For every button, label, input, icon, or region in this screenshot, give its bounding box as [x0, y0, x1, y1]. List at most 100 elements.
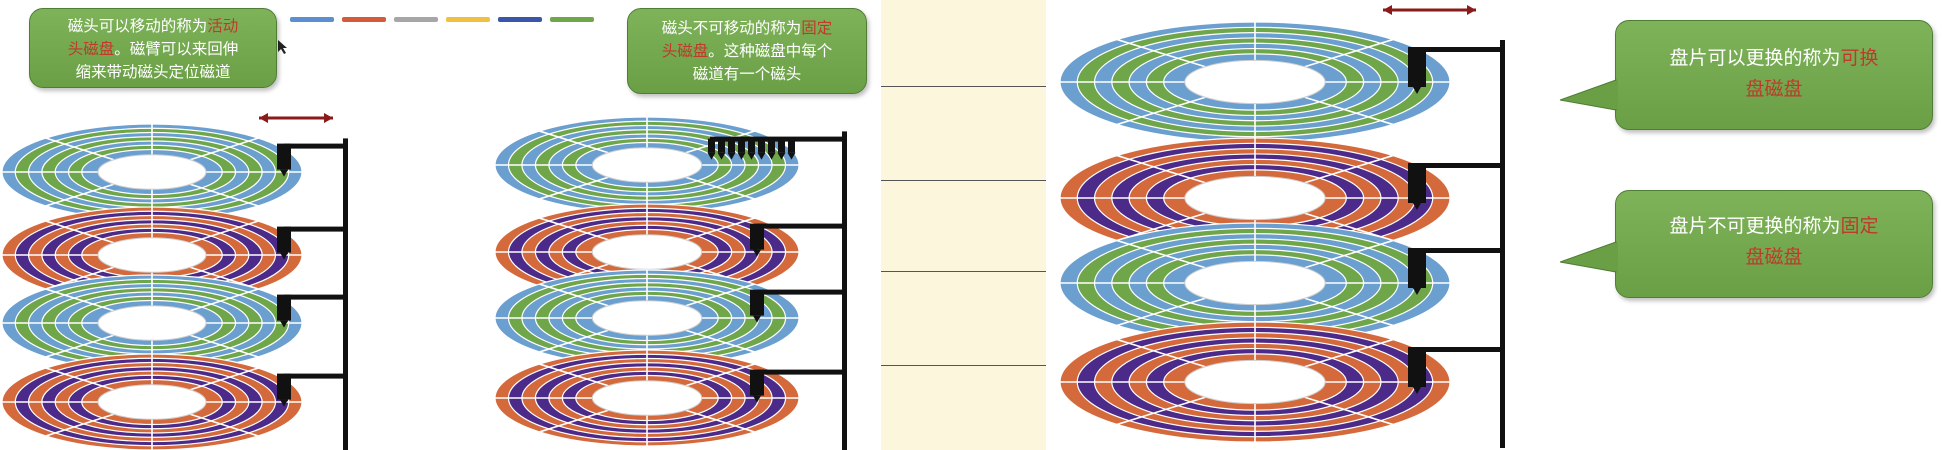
spindle-hole [591, 300, 703, 336]
actuator-arm [1417, 347, 1503, 352]
sector-line [1116, 38, 1206, 68]
callout-tail [1560, 241, 1618, 273]
callout-line: 盘片可以更换的称为可换 [1669, 47, 1879, 69]
head-tip [280, 399, 288, 407]
read-write-head [277, 294, 291, 321]
sector-line [539, 176, 609, 200]
head-tip [747, 152, 756, 160]
sector-line [189, 220, 259, 244]
sector-line [685, 217, 755, 241]
divider-line [881, 271, 1046, 272]
sector-line [189, 367, 259, 391]
callout-tail [1560, 79, 1618, 111]
sector-line [45, 288, 115, 312]
head-tip [1413, 387, 1421, 394]
sector-line [1304, 297, 1394, 327]
sector-line [1116, 396, 1206, 426]
callout-removable-disk: 盘片可以更换的称为可换 盘磁盘 [1615, 20, 1933, 130]
actuator-spine [1500, 40, 1505, 448]
read-write-head [750, 289, 764, 316]
read-write-head [277, 226, 291, 253]
actuator-arm [284, 226, 346, 232]
divider-line [881, 365, 1046, 366]
spindle-hole [591, 380, 703, 416]
head-tip [1413, 87, 1421, 94]
sector-line [1116, 96, 1206, 126]
platter [494, 349, 800, 447]
actuator-arm [284, 143, 346, 149]
sector-line [685, 363, 755, 387]
sector-line [45, 183, 115, 207]
read-write-head [277, 143, 291, 170]
head-tip [787, 152, 796, 160]
sector-line [189, 334, 259, 358]
arm-motion-arrows [259, 5, 1476, 123]
actuator-arm [1417, 47, 1503, 52]
sector-line [685, 283, 755, 307]
read-write-head [728, 138, 735, 153]
sector-line [189, 288, 259, 312]
sector-line [189, 413, 259, 437]
spindle-hole [1184, 260, 1326, 306]
sector-line [1304, 239, 1394, 269]
divider-line [881, 180, 1046, 181]
platter [494, 269, 800, 367]
callout-movable-head: 磁头可以移动的称为活动 头磁盘。磁臂可以来回伸 缩来带动磁头定位磁道 [29, 8, 277, 88]
read-write-head [1408, 347, 1426, 387]
sector-line [539, 130, 609, 154]
mouse-cursor-icon [278, 40, 287, 54]
head-tip [1413, 203, 1421, 210]
sector-line [1116, 297, 1206, 327]
spindle-hole [1184, 359, 1326, 405]
platter [1, 274, 303, 372]
callout-fixed-head: 磁头不可移动的称为固定 头磁盘。这种磁盘中每个 磁道有一个磁头 [627, 8, 867, 94]
large-disk-stack [1059, 21, 1505, 448]
actuator-arm [757, 223, 845, 229]
head-tip [717, 152, 726, 160]
callout-line: 盘片不可更换的称为固定 [1669, 215, 1879, 237]
read-write-head [1408, 47, 1426, 87]
separator-panel [881, 0, 1046, 450]
read-write-head [768, 138, 775, 153]
arrowhead [324, 113, 333, 123]
platter [1059, 137, 1451, 259]
platter [1059, 321, 1451, 443]
head-tip [737, 152, 746, 160]
callout-line: 头磁盘。这种磁盘中每个 [661, 42, 833, 60]
head-tip [753, 249, 761, 257]
read-write-head [718, 138, 725, 153]
sector-line [685, 409, 755, 433]
arrowhead [1467, 5, 1476, 15]
head-tip [777, 152, 786, 160]
sector-line [1116, 154, 1206, 184]
legend-swatch-1 [290, 17, 334, 22]
head-tip [753, 315, 761, 323]
read-write-head [277, 373, 291, 400]
platter [1059, 222, 1451, 344]
sector-line [45, 137, 115, 161]
platter [1, 206, 303, 304]
actuator-arm [1417, 163, 1503, 168]
read-write-head [748, 138, 755, 153]
callout-line: 头磁盘。磁臂可以来回伸 [67, 40, 239, 58]
read-write-head [738, 138, 745, 153]
legend-swatch-3 [394, 17, 438, 22]
platter [1, 123, 303, 221]
sector-line [1304, 338, 1394, 368]
sector-line [539, 409, 609, 433]
sector-line [685, 329, 755, 353]
head-tip [767, 152, 776, 160]
actuator-arm [757, 289, 845, 295]
legend-swatch-6 [550, 17, 594, 22]
legend-swatch-4 [446, 17, 490, 22]
arrowhead [1383, 5, 1392, 15]
sector-line [539, 217, 609, 241]
actuator-arm [284, 294, 346, 300]
fixed-head-disk-stack [494, 116, 847, 450]
read-write-head [750, 369, 764, 396]
actuator-spine [343, 138, 348, 450]
spindle-hole [97, 154, 207, 190]
sector-line [189, 183, 259, 207]
sector-line [539, 283, 609, 307]
